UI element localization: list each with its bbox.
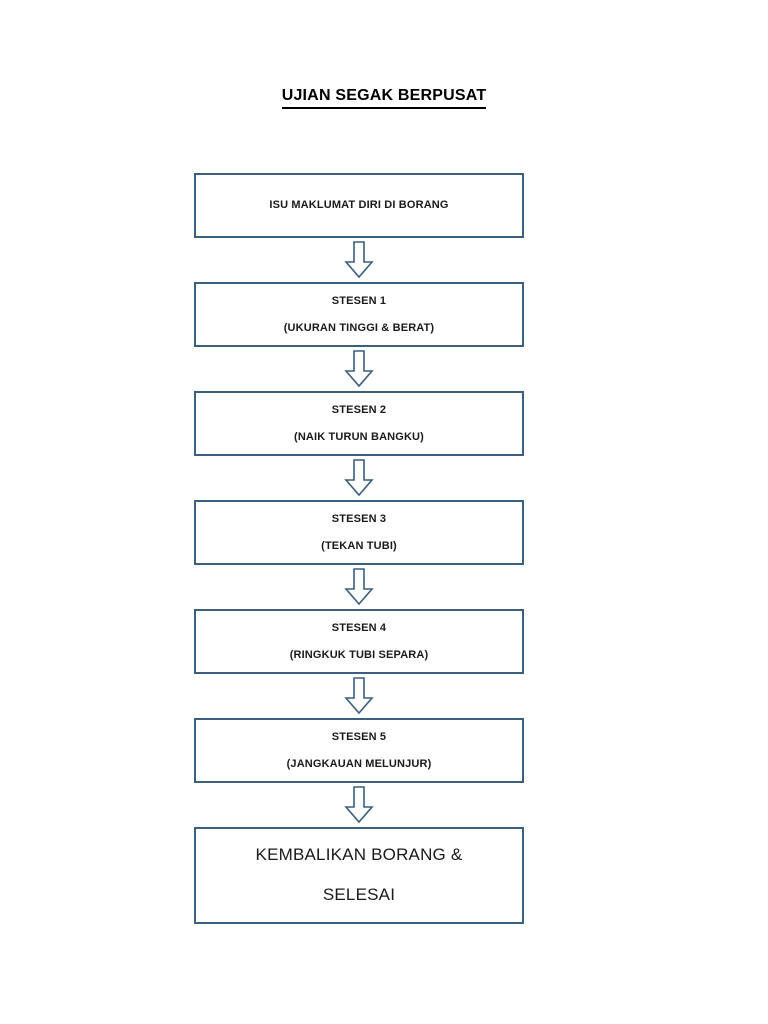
flow-step-box[interactable]: STESEN 2 (NAIK TURUN BANGKU) — [194, 391, 524, 456]
flow-step-box[interactable]: KEMBALIKAN BORANG & SELESAI — [194, 827, 524, 924]
flow-connector-arrow — [194, 783, 524, 827]
flow-step-label: SELESAI — [322, 885, 396, 904]
flow-step-label: STESEN 3 — [331, 512, 387, 525]
flow-step-label: STESEN 1 — [331, 294, 387, 307]
flow-step-label: (JANGKAUAN MELUNJUR) — [286, 758, 432, 770]
flow-connector-arrow — [194, 674, 524, 718]
page-title: UJIAN SEGAK BERPUSAT — [0, 87, 768, 109]
arrow-down-icon — [344, 786, 374, 824]
flow-step-box[interactable]: STESEN 4 (RINGKUK TUBI SEPARA) — [194, 609, 524, 674]
flow-step-label: STESEN 2 — [331, 403, 387, 416]
flow-step-box[interactable]: STESEN 1 (UKURAN TINGGI & BERAT) — [194, 282, 524, 347]
flow-step-label: STESEN 4 — [331, 621, 387, 634]
page-title-text: UJIAN SEGAK BERPUSAT — [281, 87, 487, 109]
flow-step-label: (UKURAN TINGGI & BERAT) — [283, 322, 435, 334]
flow-step-label: ISU MAKLUMAT DIRI DI BORANG — [269, 199, 449, 212]
arrow-down-icon — [344, 241, 374, 279]
arrow-down-icon — [344, 459, 374, 497]
flow-step-label: KEMBALIKAN BORANG & — [255, 845, 463, 865]
flow-connector-arrow — [194, 238, 524, 282]
flow-connector-arrow — [194, 456, 524, 500]
flow-step-label: (NAIK TURUN BANGKU) — [294, 431, 424, 443]
flow-connector-arrow — [194, 565, 524, 609]
flow-step-label: (TEKAN TUBI) — [321, 540, 397, 552]
flowchart: ISU MAKLUMAT DIRI DI BORANG STESEN 1 (UKUR… — [194, 173, 524, 924]
arrow-down-icon — [344, 677, 374, 715]
flow-step-label: (RINGKUK TUBI SEPARA) — [289, 649, 429, 661]
flow-connector-arrow — [194, 347, 524, 391]
flow-step-box[interactable]: STESEN 5 (JANGKAUAN MELUNJUR) — [194, 718, 524, 783]
arrow-down-icon — [344, 350, 374, 388]
flow-step-box[interactable]: ISU MAKLUMAT DIRI DI BORANG — [194, 173, 524, 238]
flow-step-box[interactable]: STESEN 3 (TEKAN TUBI) — [194, 500, 524, 565]
flow-step-label: STESEN 5 — [331, 730, 387, 743]
arrow-down-icon — [344, 568, 374, 606]
